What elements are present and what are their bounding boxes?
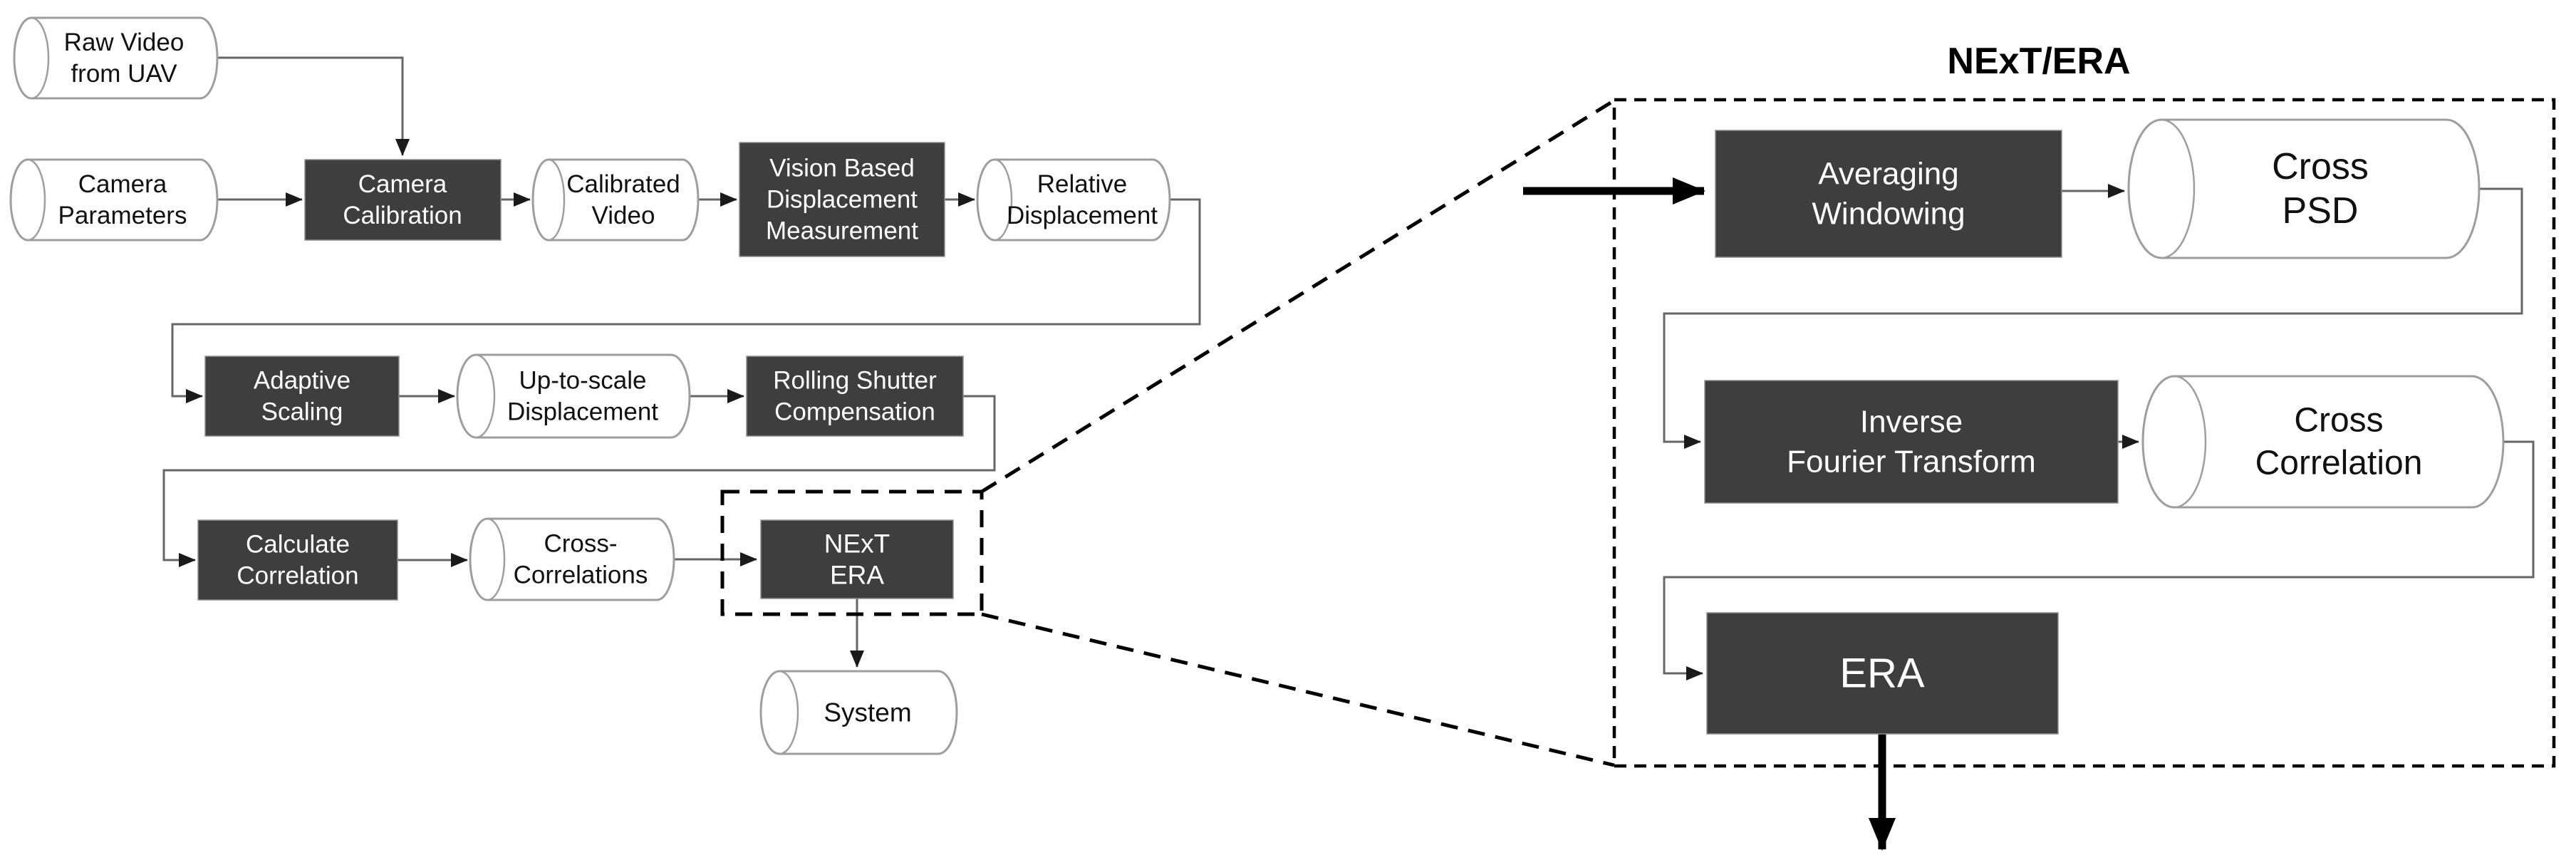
next-era-box — [760, 519, 954, 599]
camera-parameters-shape — [9, 158, 219, 242]
system-label: System — [824, 698, 911, 727]
raw-video-seam — [31, 16, 50, 100]
cross-correlations-seam — [487, 517, 506, 601]
calibrated-video-label: Video — [592, 202, 655, 229]
adaptive-scaling-label: Adaptive — [254, 367, 350, 395]
relative-displacement-shape — [976, 158, 1171, 242]
up-to-scale-displacement-label: Up-to-scale — [519, 367, 647, 395]
next-era-process: NExT ERA — [760, 519, 954, 599]
system-cylinder: System — [759, 670, 958, 755]
cross-correlation-label: Correlation — [2255, 445, 2423, 482]
cross-correlations-cylinder: Cross- Correlations — [469, 517, 675, 601]
vision-based-displacement-process: Vision Based Displacement Measurement — [739, 142, 945, 257]
calibrated-video-seam — [548, 158, 566, 242]
vision-based-displacement-box — [739, 142, 945, 257]
raw-video-shape — [13, 16, 219, 100]
rolling-shutter-compensation-box — [746, 356, 964, 437]
cross-psd-shape — [2127, 118, 2481, 259]
up-to-scale-displacement-cylinder: Up-to-scale Displacement — [456, 353, 691, 439]
camera-parameters-label: Camera — [78, 170, 167, 198]
adaptive-scaling-box — [204, 356, 400, 437]
cross-correlation-shape — [2141, 375, 2505, 509]
detail-title: NExT/ERA — [1947, 41, 2130, 82]
raw-video-label: Raw Video — [64, 29, 185, 56]
camera-parameters-seam — [27, 158, 46, 242]
cross-psd-seam — [2161, 118, 2196, 259]
zoom-connector-bottom — [981, 612, 1615, 767]
detail-connectors — [1523, 177, 2535, 851]
up-to-scale-displacement-shape — [456, 353, 691, 439]
arrow-rolling-shutter-to-calculate-correlation — [162, 395, 996, 567]
arrow-cross-psd-to-inverse-fourier — [1663, 187, 2523, 449]
zoom-connector-top — [980, 98, 1616, 494]
calculate-correlation-process: Calculate Correlation — [197, 519, 398, 601]
up-to-scale-displacement-seam — [475, 353, 496, 439]
camera-calibration-process: Camera Calibration — [304, 159, 502, 241]
system-seam — [779, 670, 799, 755]
vision-based-displacement-label: Measurement — [766, 217, 918, 245]
rolling-shutter-compensation-label: Rolling Shutter — [773, 367, 937, 395]
camera-calibration-label: Calibration — [343, 202, 462, 229]
calibrated-video-shape — [531, 158, 700, 242]
relative-displacement-label: Displacement — [1007, 202, 1158, 229]
camera-parameters-label: Parameters — [58, 202, 187, 229]
adaptive-scaling-label: Scaling — [261, 398, 343, 426]
cross-correlation-seam — [2174, 375, 2207, 509]
averaging-windowing-label: Windowing — [1812, 197, 1965, 232]
raw-video-cylinder: Raw Video from UAV — [13, 16, 219, 100]
camera-calibration-box — [304, 159, 502, 241]
up-to-scale-displacement-label: Displacement — [507, 398, 658, 426]
camera-calibration-label: Camera — [358, 170, 447, 198]
next-era-label: ERA — [830, 561, 884, 590]
relative-displacement-seam — [994, 158, 1013, 242]
system-shape — [759, 670, 958, 755]
inverse-fourier-transform-box — [1704, 380, 2119, 504]
next-era-zoom-source-box — [720, 490, 984, 616]
era-box — [1706, 612, 2059, 735]
camera-parameters-cylinder: Camera Parameters — [9, 158, 219, 242]
inverse-fourier-transform-process: Inverse Fourier Transform — [1704, 380, 2119, 504]
calibrated-video-cylinder: Calibrated Video — [531, 158, 700, 242]
era-label: ERA — [1839, 651, 1925, 697]
vision-based-displacement-label: Displacement — [767, 186, 918, 214]
rolling-shutter-compensation-process: Rolling Shutter Compensation — [746, 356, 964, 437]
averaging-windowing-box — [1715, 130, 2062, 258]
raw-video-label: from UAV — [71, 60, 177, 88]
cross-correlation-label: Cross — [2294, 402, 2383, 440]
cross-correlations-label: Correlations — [514, 561, 648, 589]
inverse-fourier-transform-label: Fourier Transform — [1787, 445, 2036, 480]
next-era-label: NExT — [824, 529, 890, 559]
adaptive-scaling-process: Adaptive Scaling — [204, 356, 400, 437]
cross-psd-cylinder: Cross PSD — [2127, 118, 2481, 259]
cross-psd-label: PSD — [2282, 190, 2359, 232]
relative-displacement-label: Relative — [1037, 170, 1127, 198]
averaging-windowing-label: Averaging — [1818, 157, 1958, 192]
era-process: ERA — [1706, 612, 2059, 735]
averaging-windowing-process: Averaging Windowing — [1715, 130, 2062, 258]
arrow-relative-displacement-to-adaptive-scaling — [171, 198, 1201, 403]
calculate-correlation-label: Correlation — [237, 562, 358, 590]
arrow-raw-video-to-camera-calibration — [217, 56, 410, 156]
calculate-correlation-box — [197, 519, 398, 601]
cross-correlations-shape — [469, 517, 675, 601]
calculate-correlation-label: Calculate — [246, 531, 350, 559]
next-era-detail-box — [1612, 98, 2556, 768]
relative-displacement-cylinder: Relative Displacement — [976, 158, 1171, 242]
rolling-shutter-compensation-label: Compensation — [774, 398, 935, 426]
calibrated-video-label: Calibrated — [566, 170, 680, 198]
cross-correlation-cylinder: Cross Correlation — [2141, 375, 2505, 509]
arrow-cross-correlation-to-era — [1663, 440, 2535, 680]
inverse-fourier-transform-label: Inverse — [1860, 405, 1963, 440]
pipeline-connectors — [162, 56, 1201, 668]
vision-based-displacement-label: Vision Based — [769, 155, 915, 182]
cross-correlations-label: Cross- — [544, 530, 617, 558]
cross-psd-label: Cross — [2272, 146, 2369, 187]
